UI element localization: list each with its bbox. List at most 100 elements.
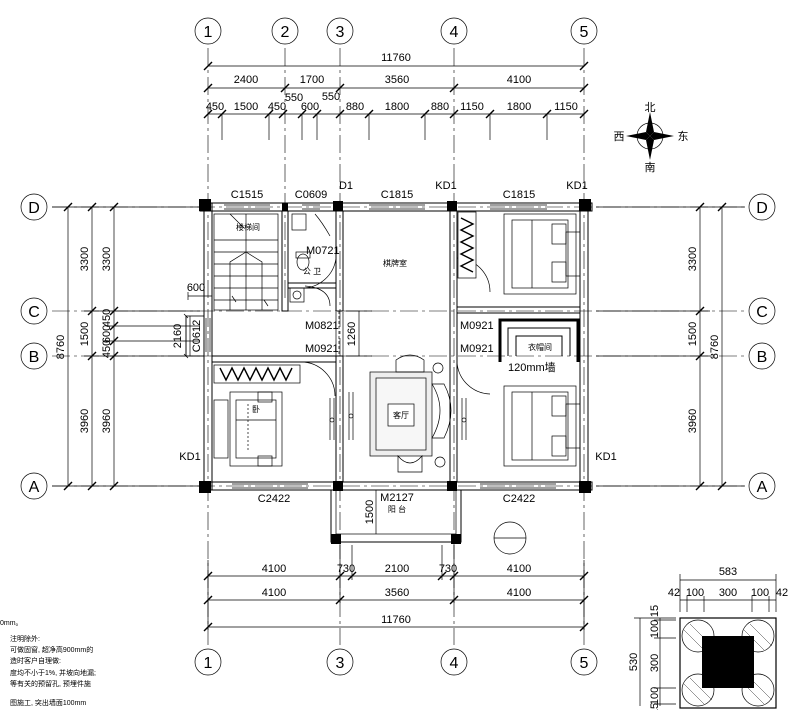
axis-label-4-bottom: 4 — [450, 655, 459, 672]
compass-north: 北 — [645, 101, 656, 114]
living-room-sofa-set — [348, 354, 452, 473]
exterior-walls — [199, 199, 593, 493]
dim-top-4100: 4100 — [507, 74, 531, 86]
dim-stair-600: 600 — [187, 282, 205, 294]
dim-right-1500: 1500 — [687, 322, 699, 346]
detail-dim-100c: 100 — [649, 620, 661, 638]
dim-corridor-1260: 1260 — [346, 322, 358, 346]
axis-label-B-right: B — [757, 349, 768, 366]
detail-dim-42a: 42 — [668, 587, 680, 599]
label-wall-120mm: 120mm墙 — [508, 360, 556, 374]
detail-dim-583: 583 — [719, 566, 737, 578]
note-line-0: 0mm。 — [0, 620, 23, 627]
axis-label-D-right: D — [756, 200, 768, 217]
dim-bottom-4100c: 4100 — [262, 587, 286, 599]
detail-dim-100d: 100 — [649, 687, 661, 705]
detail-dim-100a: 100 — [686, 587, 704, 599]
dim-bottom-730b: 730 — [439, 563, 457, 575]
label-M0921-a: M0921 — [305, 343, 339, 355]
label-M2127: M2127 — [380, 492, 414, 504]
axis-bubbles-top: 1 2 3 4 5 — [194, 17, 598, 45]
dim-left-total: 8760 — [55, 335, 67, 359]
dim-top-1800a: 1800 — [385, 101, 409, 113]
axis-bubbles-right: D C B A — [748, 193, 776, 500]
axis-label-C-right: C — [756, 304, 768, 321]
compass-icon: 北 南 东 西 — [614, 101, 689, 174]
axis-label-1-bottom: 1 — [204, 655, 213, 672]
dim-top-880a: 880 — [346, 101, 364, 113]
bedroom-left-furniture — [213, 364, 335, 467]
label-KD1-c: KD1 — [179, 451, 200, 463]
axis-label-2: 2 — [281, 24, 290, 41]
detail-dim-15b: 15 — [649, 703, 661, 710]
label-wc: 公 卫 — [303, 267, 321, 276]
windows — [205, 204, 556, 489]
dim-right-total: 8760 — [709, 335, 721, 359]
detail-dim-300b: 300 — [649, 654, 661, 672]
dim-stair-2160: 2160 — [172, 324, 184, 348]
label-M0821: M0821 — [305, 320, 339, 332]
label-bed-left: 卧 — [252, 405, 260, 414]
detail-dim-300: 300 — [719, 587, 737, 599]
axis-label-3-bottom: 3 — [336, 655, 345, 672]
axis-label-A-right: A — [757, 479, 768, 496]
label-M0921-c: M0921 — [460, 343, 494, 355]
bedroom-right-furniture — [457, 211, 581, 467]
label-KD1-b: KD1 — [566, 180, 587, 192]
dim-top-1800b: 1800 — [507, 101, 531, 113]
axis-label-B-left: B — [29, 349, 40, 366]
label-C1815-b: C1815 — [503, 189, 535, 201]
label-C1815-a: C1815 — [381, 189, 413, 201]
label-C2422-a: C2422 — [258, 493, 290, 505]
design-notes: 0mm。 注明除外: 可做固窗, 超净高900mm的 造时客户自理做: 度均不小… — [0, 620, 96, 707]
right-dimension-lines — [596, 202, 745, 491]
label-C0612: C0612 — [191, 320, 203, 352]
label-stair-room: 楼梯间 — [236, 222, 260, 232]
label-KD1-d: KD1 — [595, 451, 616, 463]
balcony — [330, 489, 527, 555]
axis-bubbles-left: D C B A — [20, 193, 48, 500]
dim-bottom-3560: 3560 — [385, 587, 409, 599]
dim-top-880b: 880 — [431, 101, 449, 113]
dim-top-1700: 1700 — [300, 74, 324, 86]
dim-bottom-total: 11760 — [381, 614, 411, 626]
bottom-dimension-lines — [203, 545, 589, 632]
interior-dims — [183, 292, 377, 534]
dim-top-total: 11760 — [381, 52, 411, 64]
dim-top-550b: 550 — [322, 91, 340, 103]
staircase — [213, 213, 279, 311]
dim-bottom-2100: 2100 — [385, 563, 409, 575]
axis-label-5: 5 — [580, 24, 589, 41]
dim-left-3300a: 3300 — [79, 247, 91, 271]
dim-top-1500: 1500 — [234, 101, 258, 113]
dim-bottom-4100a: 4100 — [262, 563, 286, 575]
compass-east: 东 — [678, 130, 689, 143]
label-C2422-b: C2422 — [503, 493, 535, 505]
note-line-6: 图施工, 突出墙面100mm — [10, 698, 86, 707]
axis-label-C-left: C — [28, 304, 40, 321]
dim-top-450a: 450 — [206, 101, 224, 113]
detail-dim-42b: 42 — [776, 587, 788, 599]
dim-bottom-4100b: 4100 — [507, 563, 531, 575]
dim-left-3300b: 3300 — [101, 247, 113, 271]
axis-label-D-left: D — [28, 200, 40, 217]
dim-bottom-730a: 730 — [337, 563, 355, 575]
wc-fixtures — [289, 213, 331, 307]
left-dimension-lines — [52, 202, 200, 491]
dim-balcony-1500: 1500 — [364, 500, 376, 524]
axis-bubbles-bottom: 1 3 4 5 — [194, 648, 598, 676]
note-line-5: 等有关的预留孔, 预埋件施 — [10, 679, 91, 688]
compass-south: 南 — [645, 161, 656, 174]
dim-top-1150a: 1150 — [460, 101, 484, 113]
dim-right-3960: 3960 — [687, 409, 699, 433]
note-line-2: 可做固窗, 超净高900mm的 — [10, 645, 93, 654]
label-M0721: M0721 — [306, 245, 340, 257]
label-sofa: 客厅 — [393, 410, 409, 420]
dim-top-450b: 450 — [268, 101, 286, 113]
dim-top-550a: 550 — [285, 92, 303, 104]
dim-left-1500: 1500 — [79, 322, 91, 346]
label-KD1-a: KD1 — [435, 180, 456, 192]
dim-left-450a: 450 — [101, 309, 113, 327]
dim-left-600: 600 — [101, 325, 113, 343]
